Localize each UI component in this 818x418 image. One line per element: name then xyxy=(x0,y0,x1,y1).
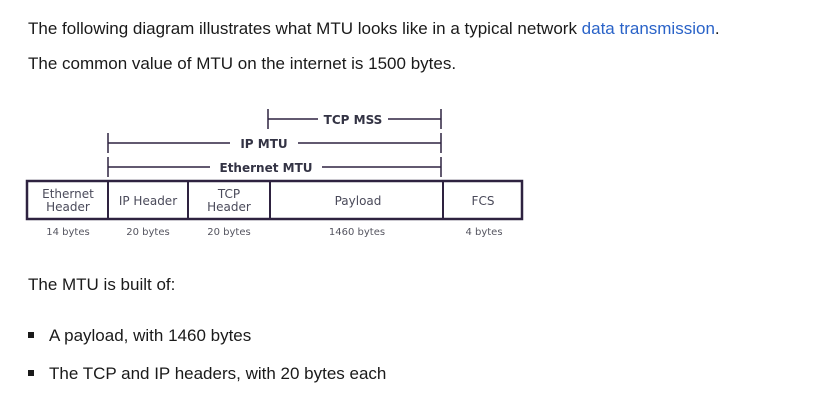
intro-paragraph-line1: The following diagram illustrates what M… xyxy=(28,18,720,40)
segment-tcp-header: TCP Header 20 bytes xyxy=(207,187,251,238)
segment-ethernet-header: Ethernet Header 14 bytes xyxy=(42,187,94,238)
built-of-heading: The MTU is built of: xyxy=(28,275,176,294)
segment-bytes: 1460 bytes xyxy=(329,227,385,238)
bullet-square-icon xyxy=(28,369,34,376)
segment-bytes: 14 bytes xyxy=(46,227,89,238)
ethernet-mtu-label: Ethernet MTU xyxy=(220,161,313,175)
intro-paragraph-line2: The common value of MTU on the internet … xyxy=(28,54,457,73)
segment-label: Header xyxy=(46,200,90,214)
tcp-mss-label: TCP MSS xyxy=(324,113,383,127)
ip-mtu-label: IP MTU xyxy=(240,137,287,151)
segment-label: IP Header xyxy=(119,194,177,208)
segment-label: Ethernet xyxy=(42,187,94,201)
mtu-diagram: TCP MSS IP MTU Ethernet MTU Ethernet Hea… xyxy=(25,109,524,238)
segment-payload: Payload 1460 bytes xyxy=(329,194,385,238)
segment-label: Payload xyxy=(335,194,382,208)
list-item: A payload, with 1460 bytes xyxy=(28,325,251,347)
segment-label: FCS xyxy=(472,194,495,208)
segment-bytes: 4 bytes xyxy=(465,227,502,238)
segment-label: TCP xyxy=(217,187,240,201)
bullet-square-icon xyxy=(28,331,34,338)
segment-fcs: FCS 4 bytes xyxy=(465,194,502,238)
intro-line1-suffix: . xyxy=(714,19,720,38)
ethernet-mtu-span: Ethernet MTU xyxy=(107,157,442,177)
segment-bytes: 20 bytes xyxy=(207,227,250,238)
intro-line1-prefix: The following diagram illustrates what M… xyxy=(28,19,582,38)
segment-ip-header: IP Header 20 bytes xyxy=(119,194,177,238)
data-transmission-link[interactable]: data transmission xyxy=(581,19,715,38)
list-item-text: A payload, with 1460 bytes xyxy=(49,326,252,345)
segment-label: Header xyxy=(207,200,251,214)
list-item-text: The TCP and IP headers, with 20 bytes ea… xyxy=(49,364,387,383)
list-item: The TCP and IP headers, with 20 bytes ea… xyxy=(28,363,386,385)
frame-box xyxy=(25,179,524,221)
segment-bytes: 20 bytes xyxy=(126,227,169,238)
ip-mtu-span: IP MTU xyxy=(107,133,442,153)
tcp-mss-span: TCP MSS xyxy=(267,109,442,129)
